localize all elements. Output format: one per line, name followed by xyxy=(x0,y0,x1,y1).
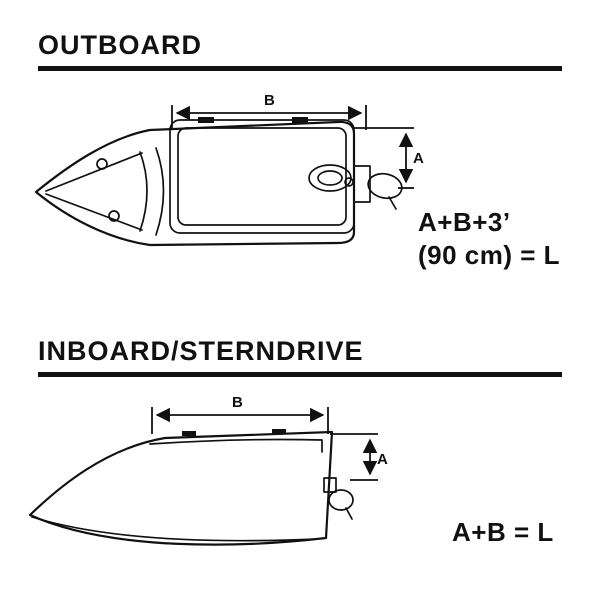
gunwale-cleat-left xyxy=(198,117,214,123)
inboard-b-label: B xyxy=(232,394,243,411)
inboard-divider-rule xyxy=(38,372,562,377)
outboard-motor-skeg xyxy=(388,196,397,210)
outboard-motor-cowl xyxy=(367,172,403,200)
outboard-formula-line-1: A+B+3’ xyxy=(418,207,511,237)
windshield-curve-rear xyxy=(155,147,165,236)
bow-chine-line-lower xyxy=(45,193,143,231)
gunwale-cleat-right xyxy=(272,429,286,434)
inboard-formula: A+B = L xyxy=(452,516,554,549)
engine-cowl-inner xyxy=(317,170,343,186)
sterndrive-transom-bracket xyxy=(323,477,337,493)
outboard-formula: A+B+3’ (90 cm) = L xyxy=(418,206,560,272)
bow-chine-line-upper xyxy=(45,152,143,192)
engine-cowl-outer xyxy=(308,164,352,192)
cockpit-gunwale-inner xyxy=(177,127,347,226)
outboard-section-title: OUTBOARD xyxy=(38,30,202,60)
sterndrive-lower-unit xyxy=(328,489,354,511)
gunwale-inner-line xyxy=(149,438,323,453)
outboard-formula-line-2: (90 cm) = L xyxy=(418,240,561,270)
inboard-section-title: INBOARD/STERNDRIVE xyxy=(38,336,364,366)
outboard-divider-rule xyxy=(38,66,562,71)
outboard-boat-illustration xyxy=(34,117,403,247)
gunwale-cleat-right xyxy=(292,117,308,123)
outboard-dimension-a: A xyxy=(354,127,424,189)
inboard-boat-diagram: B A xyxy=(28,394,388,546)
deck-cleat-circle-bottom xyxy=(108,210,120,222)
outboard-boat-diagram: B A xyxy=(34,92,424,247)
gunwale-cleat-left xyxy=(182,431,196,436)
inboard-a-label: A xyxy=(377,451,388,468)
cockpit-gunwale-outer xyxy=(169,119,355,234)
outboard-b-label: B xyxy=(264,92,275,109)
windshield-curve-front xyxy=(139,151,148,232)
hull-chine-line xyxy=(31,516,319,542)
inboard-formula-line-1: A+B = L xyxy=(452,517,554,547)
motor-transom-bracket xyxy=(353,165,371,203)
inboard-dimension-a: A xyxy=(330,433,388,481)
deck-cleat-circle-top xyxy=(96,158,108,170)
outboard-a-label: A xyxy=(413,150,424,167)
outboard-hull-outline xyxy=(34,120,356,247)
sterndrive-skeg xyxy=(345,507,353,520)
engine-hub xyxy=(344,177,354,187)
inboard-boat-illustration xyxy=(28,429,354,546)
inboard-dimension-b: B xyxy=(151,394,329,434)
outboard-dimension-b: B xyxy=(171,92,367,130)
